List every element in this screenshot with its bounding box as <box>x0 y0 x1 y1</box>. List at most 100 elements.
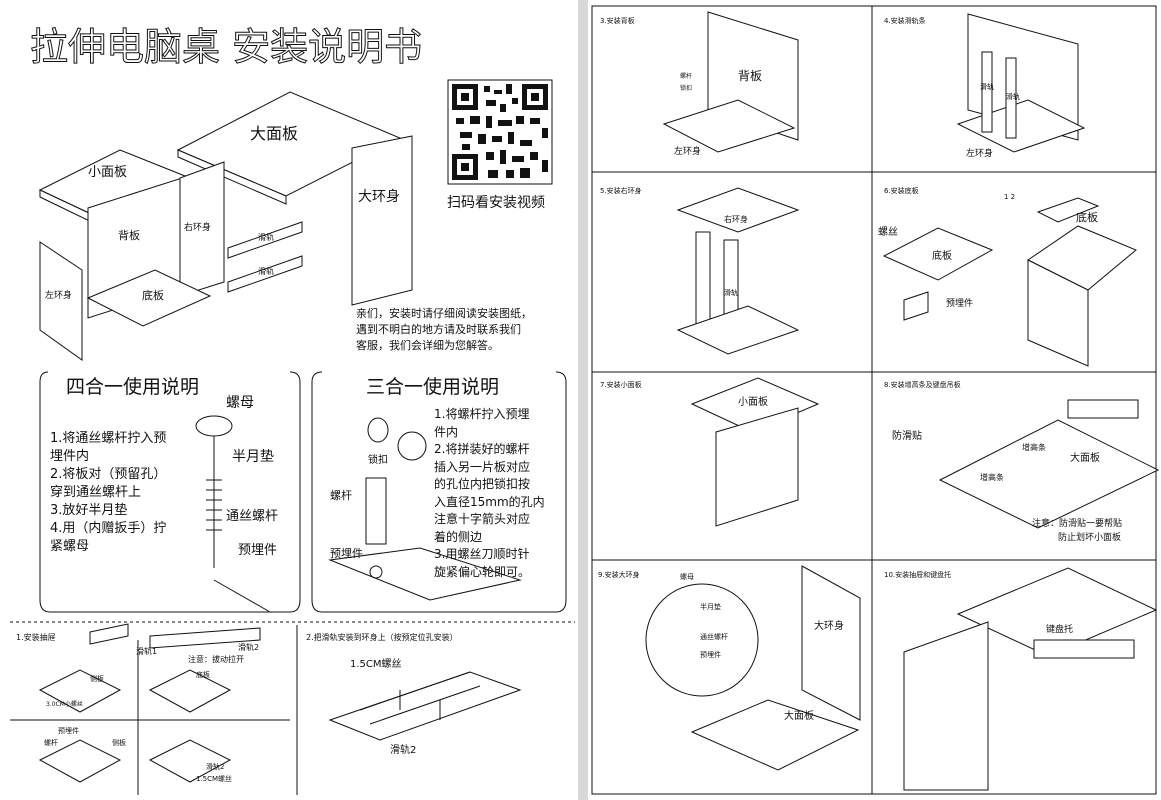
s6-bottom1: 底板 <box>932 251 952 262</box>
step-line: 旋紧偏心轮即可。 <box>434 564 531 579</box>
four-in-one-title: 四合一使用说明 <box>66 376 200 398</box>
s8-title: 8.安装增高条及键盘吊板 <box>884 381 961 389</box>
three-in-one-frame <box>311 371 567 613</box>
s4-title: 4.安装滑轨条 <box>884 17 926 25</box>
step-line: 插入另一片板对应 <box>434 459 531 474</box>
s3-title: 3.安装背板 <box>600 17 635 25</box>
page-divider <box>578 0 588 800</box>
three-in-one-title: 三合一使用说明 <box>366 376 500 398</box>
s5-title: 5.安装右环身 <box>600 187 642 195</box>
s8-note2: 防止划坏小面板 <box>1058 533 1122 543</box>
label-rod: 通丝螺杆 <box>226 509 279 524</box>
s5-right: 右环身 <box>724 215 748 224</box>
step-line: 埋件内 <box>50 449 90 464</box>
s4-rail: 滑轨 <box>980 83 994 91</box>
s9-big-top: 大面板 <box>784 711 814 722</box>
left-page-drawings <box>10 79 575 795</box>
step1-label: 1.5CM螺丝 <box>196 775 233 783</box>
step1-label: 螺杆 <box>44 739 58 747</box>
part-back: 背板 <box>118 229 140 242</box>
page-title: 拉伸电脑桌 安装说明书 <box>29 25 423 69</box>
step1-label: 底板 <box>196 671 210 679</box>
step1-label: 侧板 <box>112 739 126 747</box>
part-left-side: 左环身 <box>45 291 73 301</box>
step-line: 穿到通丝螺杆上 <box>50 485 142 500</box>
s4-rail: 滑轨 <box>1006 93 1020 101</box>
s3-back: 背板 <box>738 69 763 83</box>
s6-embed: 预埋件 <box>946 299 974 309</box>
step-line: 的孔位内把锁扣按 <box>434 477 531 491</box>
s8-rail: 增高条 <box>1022 443 1046 452</box>
label-lock: 锁扣 <box>368 455 388 466</box>
s10-title: 10.安装抽屉和键盘托 <box>884 571 952 579</box>
s4-left: 左环身 <box>966 149 994 159</box>
step1-note: 滑轨2 <box>238 643 260 652</box>
label-embed-3: 预埋件 <box>330 547 363 560</box>
notice-line: 亲们，安装时请仔细阅读安装图纸， <box>356 307 532 320</box>
step-line: 着的侧边 <box>434 529 483 544</box>
step-line: 4.用（内赠扳手）拧 <box>50 521 167 536</box>
step-line: 3.用螺丝刀顺时针 <box>434 547 530 561</box>
s6-num: 1 2 <box>1004 193 1016 201</box>
s3-l2: 锁扣 <box>680 85 693 92</box>
nut-shape <box>195 415 233 437</box>
label-embed: 预埋件 <box>238 543 278 558</box>
s5-rail: 滑轨 <box>724 289 738 297</box>
s9-washer: 半月垫 <box>700 603 721 611</box>
step-line: 紧螺母 <box>50 539 90 554</box>
s9-nut: 螺母 <box>680 573 694 581</box>
four-in-one-steps: 1.将通丝螺杆拧入预 埋件内 2.将板对（预留孔） 穿到通丝螺杆上 3.放好半月… <box>50 430 166 556</box>
step2-screw: 1.5CM螺丝 <box>350 659 402 670</box>
notice-line: 客服，我们会详细为您解答。 <box>356 339 499 352</box>
step1-note: 注意：拔动拉开 <box>188 655 244 664</box>
step-line: 入直径15mm的孔内 <box>434 494 545 509</box>
s8-big: 大面板 <box>1070 453 1100 464</box>
s8-anti: 防滑贴 <box>892 431 922 442</box>
label-screw: 螺杆 <box>330 489 352 502</box>
s6-bottom2: 底板 <box>1076 211 1098 224</box>
step1-label: 滑轨2 <box>206 763 225 771</box>
part-right-side: 右环身 <box>184 223 212 233</box>
s9-big-side: 大环身 <box>814 621 844 632</box>
right-page-drawings <box>591 5 1160 795</box>
step-line: 3.放好半月垫 <box>50 503 128 518</box>
label-nut: 螺母 <box>226 395 254 411</box>
s3-left: 左环身 <box>674 147 702 157</box>
step1-label: 预埋件 <box>58 727 79 735</box>
step1-title: 1.安装抽屉 <box>16 633 56 642</box>
s6-title: 6.安装底板 <box>884 187 919 195</box>
step1-note: 滑轨1 <box>136 647 158 656</box>
part-slider-2: 滑轨 <box>258 267 274 276</box>
step1-label: 侧板 <box>90 675 104 683</box>
label-washer: 半月垫 <box>232 449 274 465</box>
s8-note1: 注意：防滑贴一要帮贴 <box>1032 519 1123 529</box>
notice: 亲们，安装时请仔细阅读安装图纸， 遇到不明白的地方请及时联系我们 客服，我们会详… <box>356 306 532 354</box>
s7-small: 小面板 <box>738 397 768 408</box>
s10-tray: 键盘托 <box>1046 625 1074 635</box>
part-big-top: 大面板 <box>250 124 299 143</box>
s7-title: 7.安装小面板 <box>600 381 642 389</box>
s3-l1: 螺杆 <box>680 73 693 80</box>
step1-label: 3.0CM小螺丝 <box>46 701 83 708</box>
s6-screw: 螺丝 <box>878 227 898 238</box>
qr-code <box>447 79 553 185</box>
s9-rod: 通丝螺杆 <box>700 633 728 641</box>
part-slider-1: 滑轨 <box>258 233 274 242</box>
notice-line: 遇到不明白的地方请及时联系我们 <box>356 323 521 336</box>
step-line: 2.将板对（预留孔） <box>50 467 167 482</box>
s9-embed: 预埋件 <box>700 651 721 659</box>
step-line: 1.将通丝螺杆拧入预 <box>50 431 167 446</box>
step-line: 2.将拼装好的螺杆 <box>434 442 530 456</box>
s8-pad: 增高条 <box>980 473 1004 482</box>
step-line: 1.将螺杆拧入预埋 <box>434 407 530 421</box>
step-line: 注意十字箭头对应 <box>434 512 531 526</box>
right-page: 3.安装背板 背板 左环身 螺杆 锁扣 4.安装滑轨条 左环身 滑轨 滑轨 5.… <box>588 0 1161 800</box>
big-side-shape <box>351 135 413 306</box>
step2-title: 2.把滑轨安装到环身上（按预定位孔安装） <box>306 633 458 642</box>
step-line: 件内 <box>434 424 459 439</box>
part-big-side: 大环身 <box>358 189 400 205</box>
step2-rail: 滑轨2 <box>390 745 417 756</box>
part-small-top: 小面板 <box>88 165 128 180</box>
left-page: 拉伸电脑桌 安装说明书 扫码看安装视频 小面板 大面板 大环身 背板 右环身 左… <box>0 0 578 800</box>
four-in-one-frame <box>39 371 301 613</box>
